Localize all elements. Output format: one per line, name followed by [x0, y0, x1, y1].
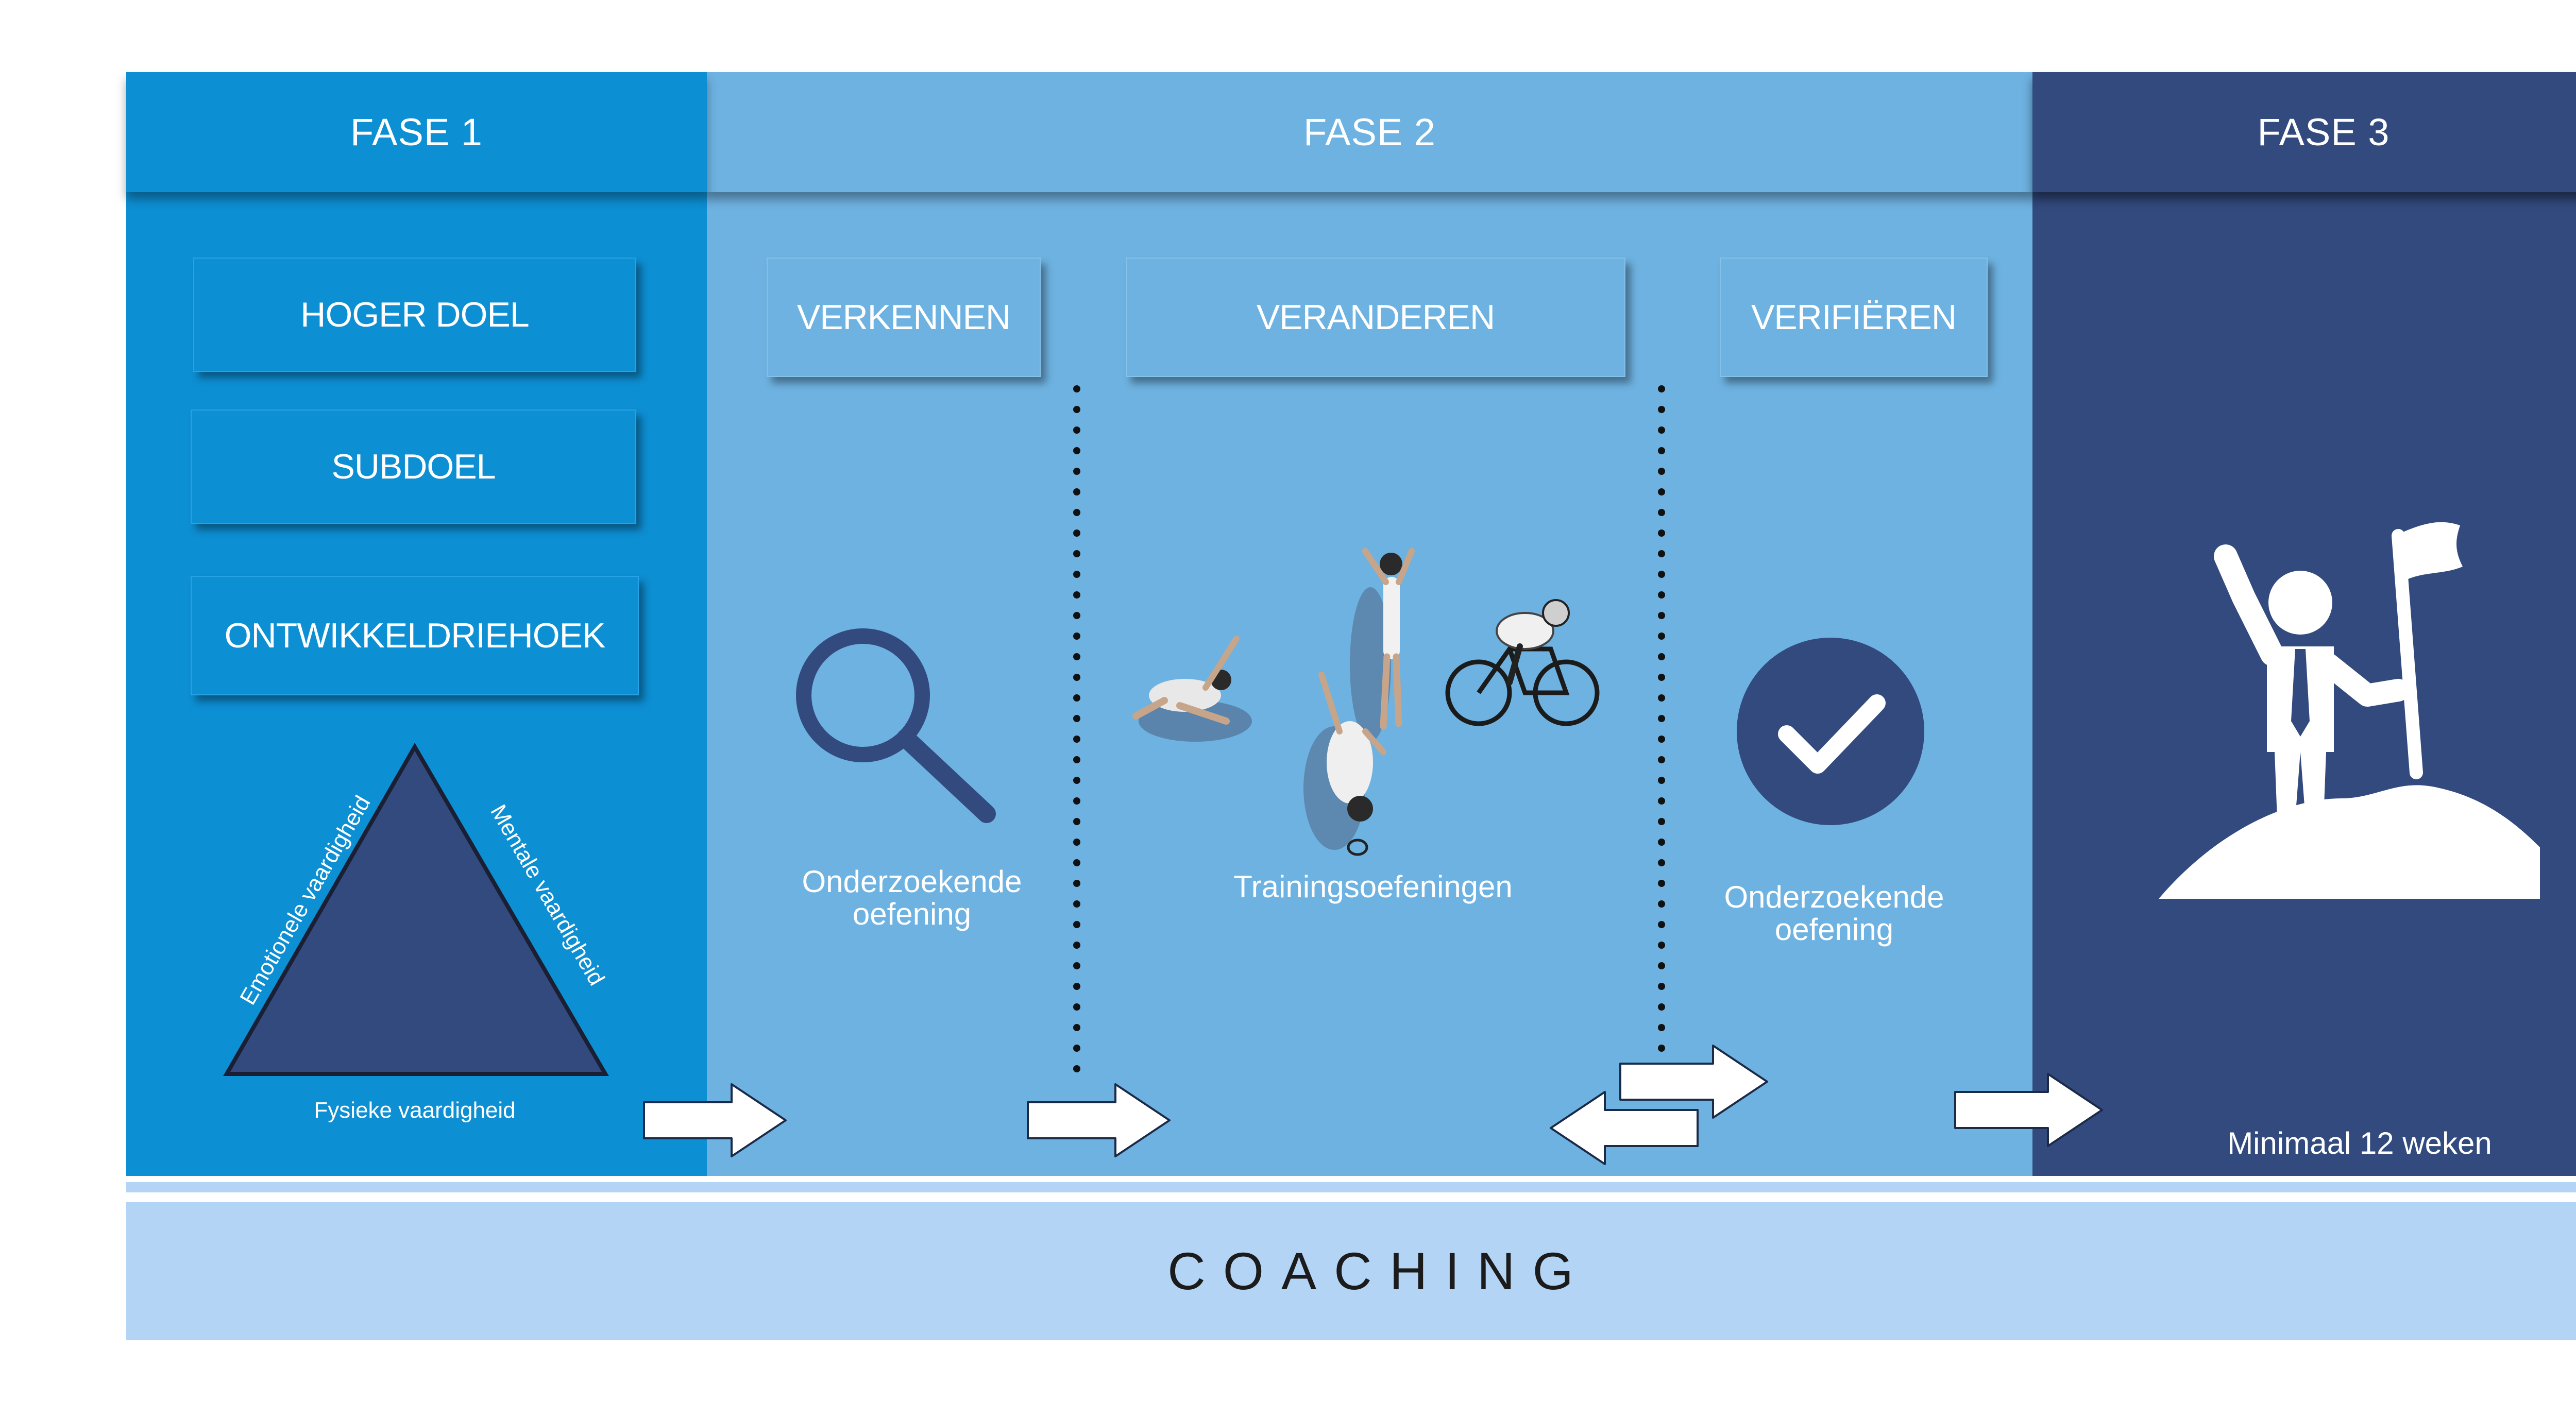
step-label: VERKENNEN	[796, 298, 1011, 337]
checkmark-icon	[1737, 638, 1924, 825]
summit-flag-icon	[2159, 522, 2540, 899]
caption-explore: Onderzoekende oefening	[752, 865, 1072, 930]
swimmer-figure	[1350, 548, 1415, 742]
step-label: HOGER DOEL	[300, 295, 529, 334]
step-verkennen: VERKENNEN	[767, 258, 1041, 377]
caption-training: Trainingsoefeningen	[1159, 870, 1587, 903]
fase3-duration: Minimaal 12 weken	[2227, 1126, 2492, 1160]
arrow-right-icon	[1954, 1073, 2103, 1147]
tennis-figure	[1303, 672, 1386, 856]
step-label: ONTWIKKELDRIEHOEK	[224, 616, 606, 655]
arrow-right-icon	[643, 1083, 787, 1157]
step-verifieren: VERIFIËREN	[1720, 258, 1988, 377]
caption-line: oefening	[1774, 912, 1894, 947]
athletes-image	[1132, 548, 1600, 856]
arrow-left-icon	[1550, 1091, 1699, 1165]
fase3-header: FASE 3	[2032, 72, 2576, 192]
caption-verify: Onderzoekende oefening	[1690, 881, 1978, 946]
fase1-header: FASE 1	[126, 72, 707, 192]
triangle-shape	[223, 743, 609, 1076]
step-subdoel: SUBDOEL	[191, 409, 636, 524]
fase3-header-label: FASE 3	[2257, 111, 2390, 153]
cyclist-figure	[1445, 599, 1600, 726]
dotted-divider-left	[1073, 385, 1080, 1088]
development-triangle: Emotionele vaardigheid Mentale vaardighe…	[223, 743, 609, 1123]
coaching-label: COACHING	[1167, 1241, 1591, 1301]
arrow-right-icon	[1027, 1083, 1171, 1157]
triangle-bottom-label: Fysieke vaardigheid	[314, 1098, 515, 1123]
fase1-header-label: FASE 1	[350, 111, 483, 153]
step-hoger-doel: HOGER DOEL	[193, 258, 636, 372]
magnifier-icon	[796, 628, 996, 823]
runner-figure	[1132, 636, 1252, 742]
coaching-bar: COACHING	[126, 1202, 2576, 1340]
fase2-header-label: FASE 2	[1303, 111, 1436, 153]
step-veranderen: VERANDEREN	[1126, 258, 1625, 377]
caption-line: oefening	[852, 897, 972, 931]
fase2-header: FASE 2	[707, 72, 2032, 192]
step-ontwikkeldriehoek: ONTWIKKELDRIEHOEK	[191, 576, 639, 695]
step-label: VERIFIËREN	[1751, 298, 1957, 337]
caption-line: Onderzoekende	[1724, 880, 1944, 914]
arrow-right-icon	[1619, 1045, 1768, 1119]
coaching-separator-bar	[126, 1182, 2576, 1192]
caption-line: Trainingsoefeningen	[1233, 869, 1513, 904]
step-label: SUBDOEL	[331, 447, 496, 486]
caption-line: Onderzoekende	[802, 864, 1022, 899]
dotted-divider-right	[1658, 385, 1665, 1057]
step-label: VERANDEREN	[1256, 298, 1495, 337]
